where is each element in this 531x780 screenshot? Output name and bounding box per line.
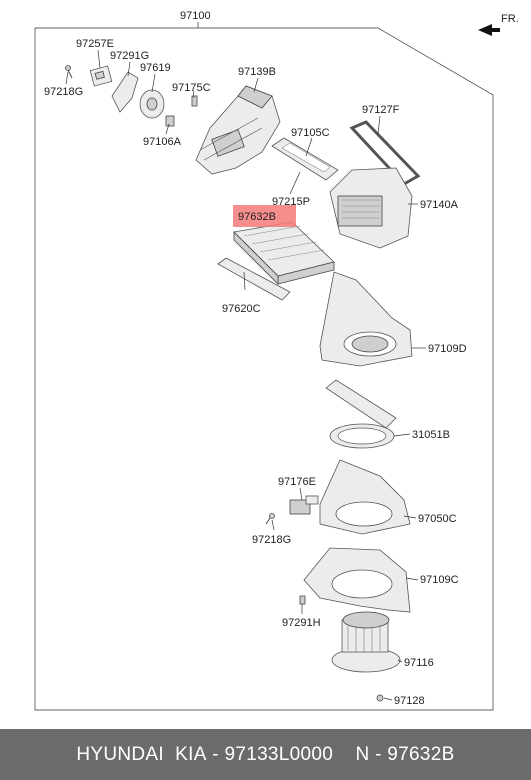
housing-97050c-icon <box>319 459 411 535</box>
bellmouth-31051b-icon <box>325 379 397 449</box>
front-direction-arrow-icon <box>478 24 500 36</box>
callout-97257e: 97257E <box>76 38 114 50</box>
footer-gap <box>333 744 355 766</box>
housing-97109c-icon <box>303 547 411 613</box>
actuator-97257e-icon <box>89 65 113 87</box>
part-info-footer: HYUNDAI KIA - 97133L0000 N - 97632B <box>0 729 531 780</box>
callout-97175c: 97175C <box>172 82 211 94</box>
footer-ref-prefix: N <box>355 743 370 765</box>
callout-97127f: 97127F <box>362 104 400 116</box>
callout-97139b: 97139B <box>238 66 276 78</box>
screw-97218g-top-icon <box>65 65 73 79</box>
intake-housing-97139b-icon <box>195 85 281 175</box>
footer-ref-number: 97632B <box>387 743 455 765</box>
callout-97140a: 97140A <box>420 199 459 211</box>
leader-lines <box>65 49 426 701</box>
callout-97215p: 97215P <box>272 196 310 208</box>
callout-97176e: 97176E <box>278 476 316 488</box>
callout-97620c: 97620C <box>222 303 261 315</box>
callout-97050c: 97050C <box>418 513 457 525</box>
door-97105c-icon <box>271 137 339 181</box>
seal-97127f-icon <box>349 120 421 186</box>
filter-cover-97620c-icon <box>217 257 291 301</box>
pin-97175c-icon <box>191 95 198 107</box>
callout-97109c: 97109C <box>420 574 459 586</box>
footer-separator-1: - <box>206 743 225 765</box>
highlight-box <box>233 205 296 227</box>
callout-97218g-bottom: 97218G <box>252 534 291 546</box>
callout-97105c: 97105C <box>291 127 330 139</box>
callout-97218g-top: 97218G <box>44 86 83 98</box>
clip-97106a-icon <box>165 115 175 127</box>
cam-97619-icon <box>139 89 165 119</box>
callout-97619: 97619 <box>140 62 171 74</box>
actuator-97176e-icon <box>289 495 319 515</box>
callout-97106a: 97106A <box>143 136 182 148</box>
case-97140a-icon <box>329 167 413 249</box>
housing-97109d-icon <box>319 271 413 367</box>
bracket-97291g-icon <box>111 71 139 113</box>
callout-97291h: 97291H <box>282 617 321 629</box>
callout-97109d: 97109D <box>428 343 467 355</box>
assembly-number-label: 97100 <box>180 10 211 22</box>
callout-31051b: 31051B <box>412 429 450 441</box>
cabin-filter-97632b-icon <box>233 221 335 285</box>
direction-label: FR. <box>501 13 519 25</box>
callout-97632b: 97632B <box>238 211 276 223</box>
callout-97116: 97116 <box>404 657 434 669</box>
assembly-frame <box>34 27 494 711</box>
footer-part-number: 97133L0000 <box>224 743 334 765</box>
blower-motor-97116-icon <box>331 611 401 673</box>
screw-97218g-bottom-icon <box>265 513 275 525</box>
screw-97128-icon <box>376 694 384 702</box>
pin-97291h-icon <box>299 595 306 605</box>
callout-97128: 97128 <box>394 695 425 707</box>
footer-brand: HYUNDAI KIA <box>76 743 207 765</box>
footer-separator-2: - <box>369 743 388 765</box>
callout-97291g: 97291G <box>110 50 149 62</box>
